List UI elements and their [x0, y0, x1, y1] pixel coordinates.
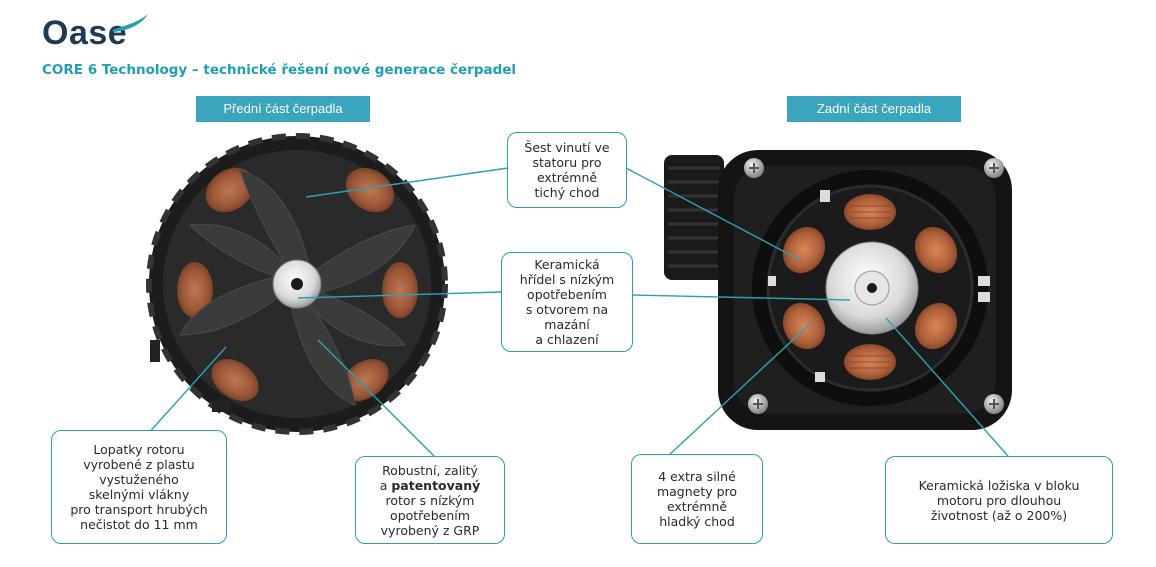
callout-text: hladký chod — [659, 514, 735, 529]
oase-logo: Oase — [42, 14, 128, 52]
callout-text: Lopatky rotoru — [93, 442, 185, 457]
back-pump-image — [664, 150, 1012, 430]
callout-text: vyrobené z plastu — [83, 457, 195, 472]
callout-text: vystuženého — [99, 472, 179, 487]
callout-text: tichý chod — [534, 185, 600, 200]
callout-text: rotor s nízkým — [385, 492, 475, 508]
callout-stator-windings: Šest vinutí ve statoru pro extrémně tich… — [507, 132, 627, 208]
back-section-label: Zadní část čerpadla — [787, 96, 961, 122]
callout-text: Keramická — [534, 257, 600, 272]
callout-text: 4 extra silné — [658, 469, 736, 484]
callout-text: Robustní, zalitý — [382, 462, 478, 478]
callout-text: a chlazení — [535, 332, 599, 347]
front-section-label: Přední část čerpadla — [196, 96, 370, 122]
callout-text: motoru pro dlouhou — [936, 492, 1062, 508]
callout-text: Šest vinutí ve — [524, 140, 610, 155]
callout-text-prefix: a — [379, 477, 392, 493]
callout-text: mazání — [544, 317, 590, 332]
front-pump-image — [146, 133, 448, 435]
callout-patented-rotor: Robustní, zalitý a patentovaný rotor s n… — [355, 456, 505, 544]
callout-text: extrémně — [666, 499, 728, 514]
callout-text: vyrobený z GRP — [380, 522, 480, 538]
callout-text: magnety pro — [656, 484, 738, 499]
callout-ceramic-shaft: Keramická hřídel s nízkým opotřebením s … — [501, 252, 633, 352]
callout-rotor-blades: Lopatky rotoru vyrobené z plastu vystuže… — [51, 430, 227, 544]
callout-text-bold: patentovaný — [391, 477, 481, 493]
callout-text: a patentovaný — [380, 478, 481, 493]
callout-text: opotřebením — [527, 287, 607, 302]
callout-text: pro transport hrubých — [70, 502, 208, 517]
leader-lines — [145, 167, 1009, 463]
callout-text: statoru pro — [532, 155, 602, 170]
page-subtitle: CORE 6 Technology – technické řešení nov… — [42, 62, 517, 78]
callout-text: skelnými vlákny — [88, 487, 190, 502]
logo-swoosh-icon — [112, 14, 148, 32]
callout-ceramic-bearings: Keramická ložiska v bloku motoru pro dlo… — [885, 456, 1113, 544]
callout-text: životnost (až o 200%) — [930, 507, 1068, 523]
callout-text: nečistot do 11 mm — [80, 517, 198, 532]
callout-text: Keramická ložiska v bloku — [918, 477, 1080, 493]
callout-text: opotřebením — [390, 507, 470, 523]
callout-text: s otvorem na — [525, 302, 609, 317]
callout-magnets: 4 extra silné magnety pro extrémně hladk… — [631, 454, 763, 544]
callout-text: hřídel s nízkým — [519, 272, 615, 287]
callout-text: extrémně — [536, 170, 598, 185]
